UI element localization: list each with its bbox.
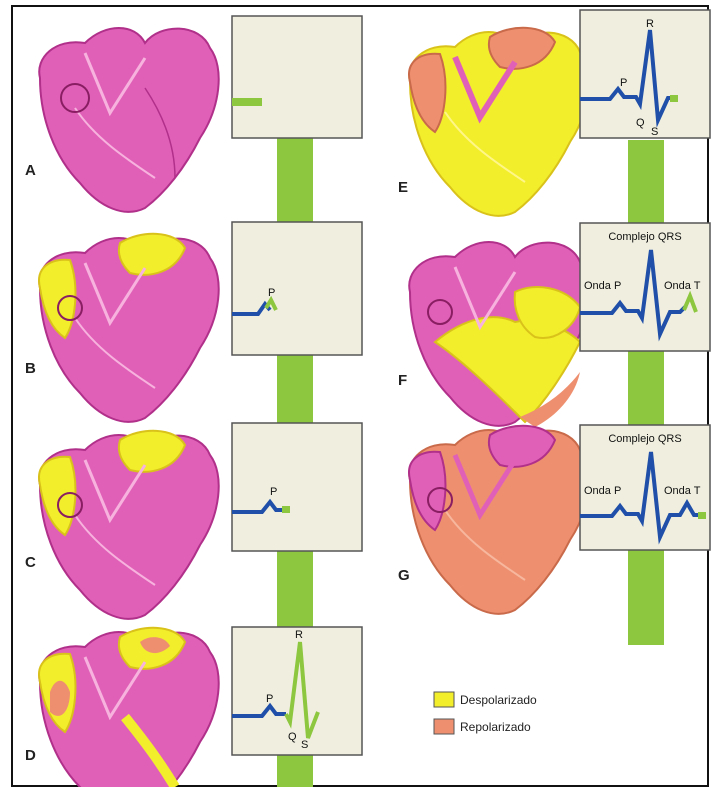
legend: Despolarizado Repolarizado [434, 692, 537, 734]
heart-f [409, 242, 588, 427]
heart-b [39, 234, 219, 422]
heart-d [39, 628, 219, 787]
legend-label-depolarized: Despolarizado [460, 693, 537, 707]
wave-label-q-e: Q [636, 117, 645, 129]
ecg-box-c [232, 423, 362, 551]
panel-letter-a: A [25, 162, 36, 179]
panel-letter-b: B [25, 360, 36, 377]
qrs-title-g: Complejo QRS [608, 433, 681, 445]
wave-label-onda-t-g: Onda T [664, 485, 701, 497]
qrs-title-f: Complejo QRS [608, 231, 681, 243]
wave-label-s-e: S [651, 126, 658, 138]
heart-c [39, 431, 219, 619]
wave-label-r-e: R [646, 18, 654, 30]
wave-label-s-d: S [301, 739, 308, 751]
conduction-bar-right [628, 140, 664, 645]
wave-label-p-e: P [620, 77, 627, 89]
ecg-box-d [232, 627, 362, 755]
wave-label-p-b: P [268, 287, 275, 299]
panel-letter-g: G [398, 567, 410, 584]
ecg-trace-e-active [670, 95, 678, 102]
heart-g [409, 426, 589, 614]
panel-letter-e: E [398, 179, 408, 196]
wave-label-onda-p-g: Onda P [584, 485, 621, 497]
wave-label-r-d: R [295, 629, 303, 641]
heart-a [39, 28, 218, 212]
ecg-trace-c-active [282, 506, 290, 513]
panel-letter-c: C [25, 554, 36, 571]
panel-letter-f: F [398, 372, 407, 389]
ecg-trace-g-active [698, 512, 706, 519]
heart-e [409, 28, 589, 216]
wave-label-onda-p-f: Onda P [584, 280, 621, 292]
panel-letter-d: D [25, 747, 36, 764]
wave-label-q-d: Q [288, 731, 297, 743]
legend-swatch-depolarized [434, 692, 454, 707]
wave-label-p-c: P [270, 486, 277, 498]
wave-label-onda-t-f: Onda T [664, 280, 701, 292]
ecg-trace-a [232, 98, 262, 106]
ecg-box-b [232, 222, 362, 355]
ecg-box-a [232, 16, 362, 138]
legend-label-repolarized: Repolarizado [460, 720, 531, 734]
legend-swatch-repolarized [434, 719, 454, 734]
wave-label-p-d: P [266, 693, 273, 705]
